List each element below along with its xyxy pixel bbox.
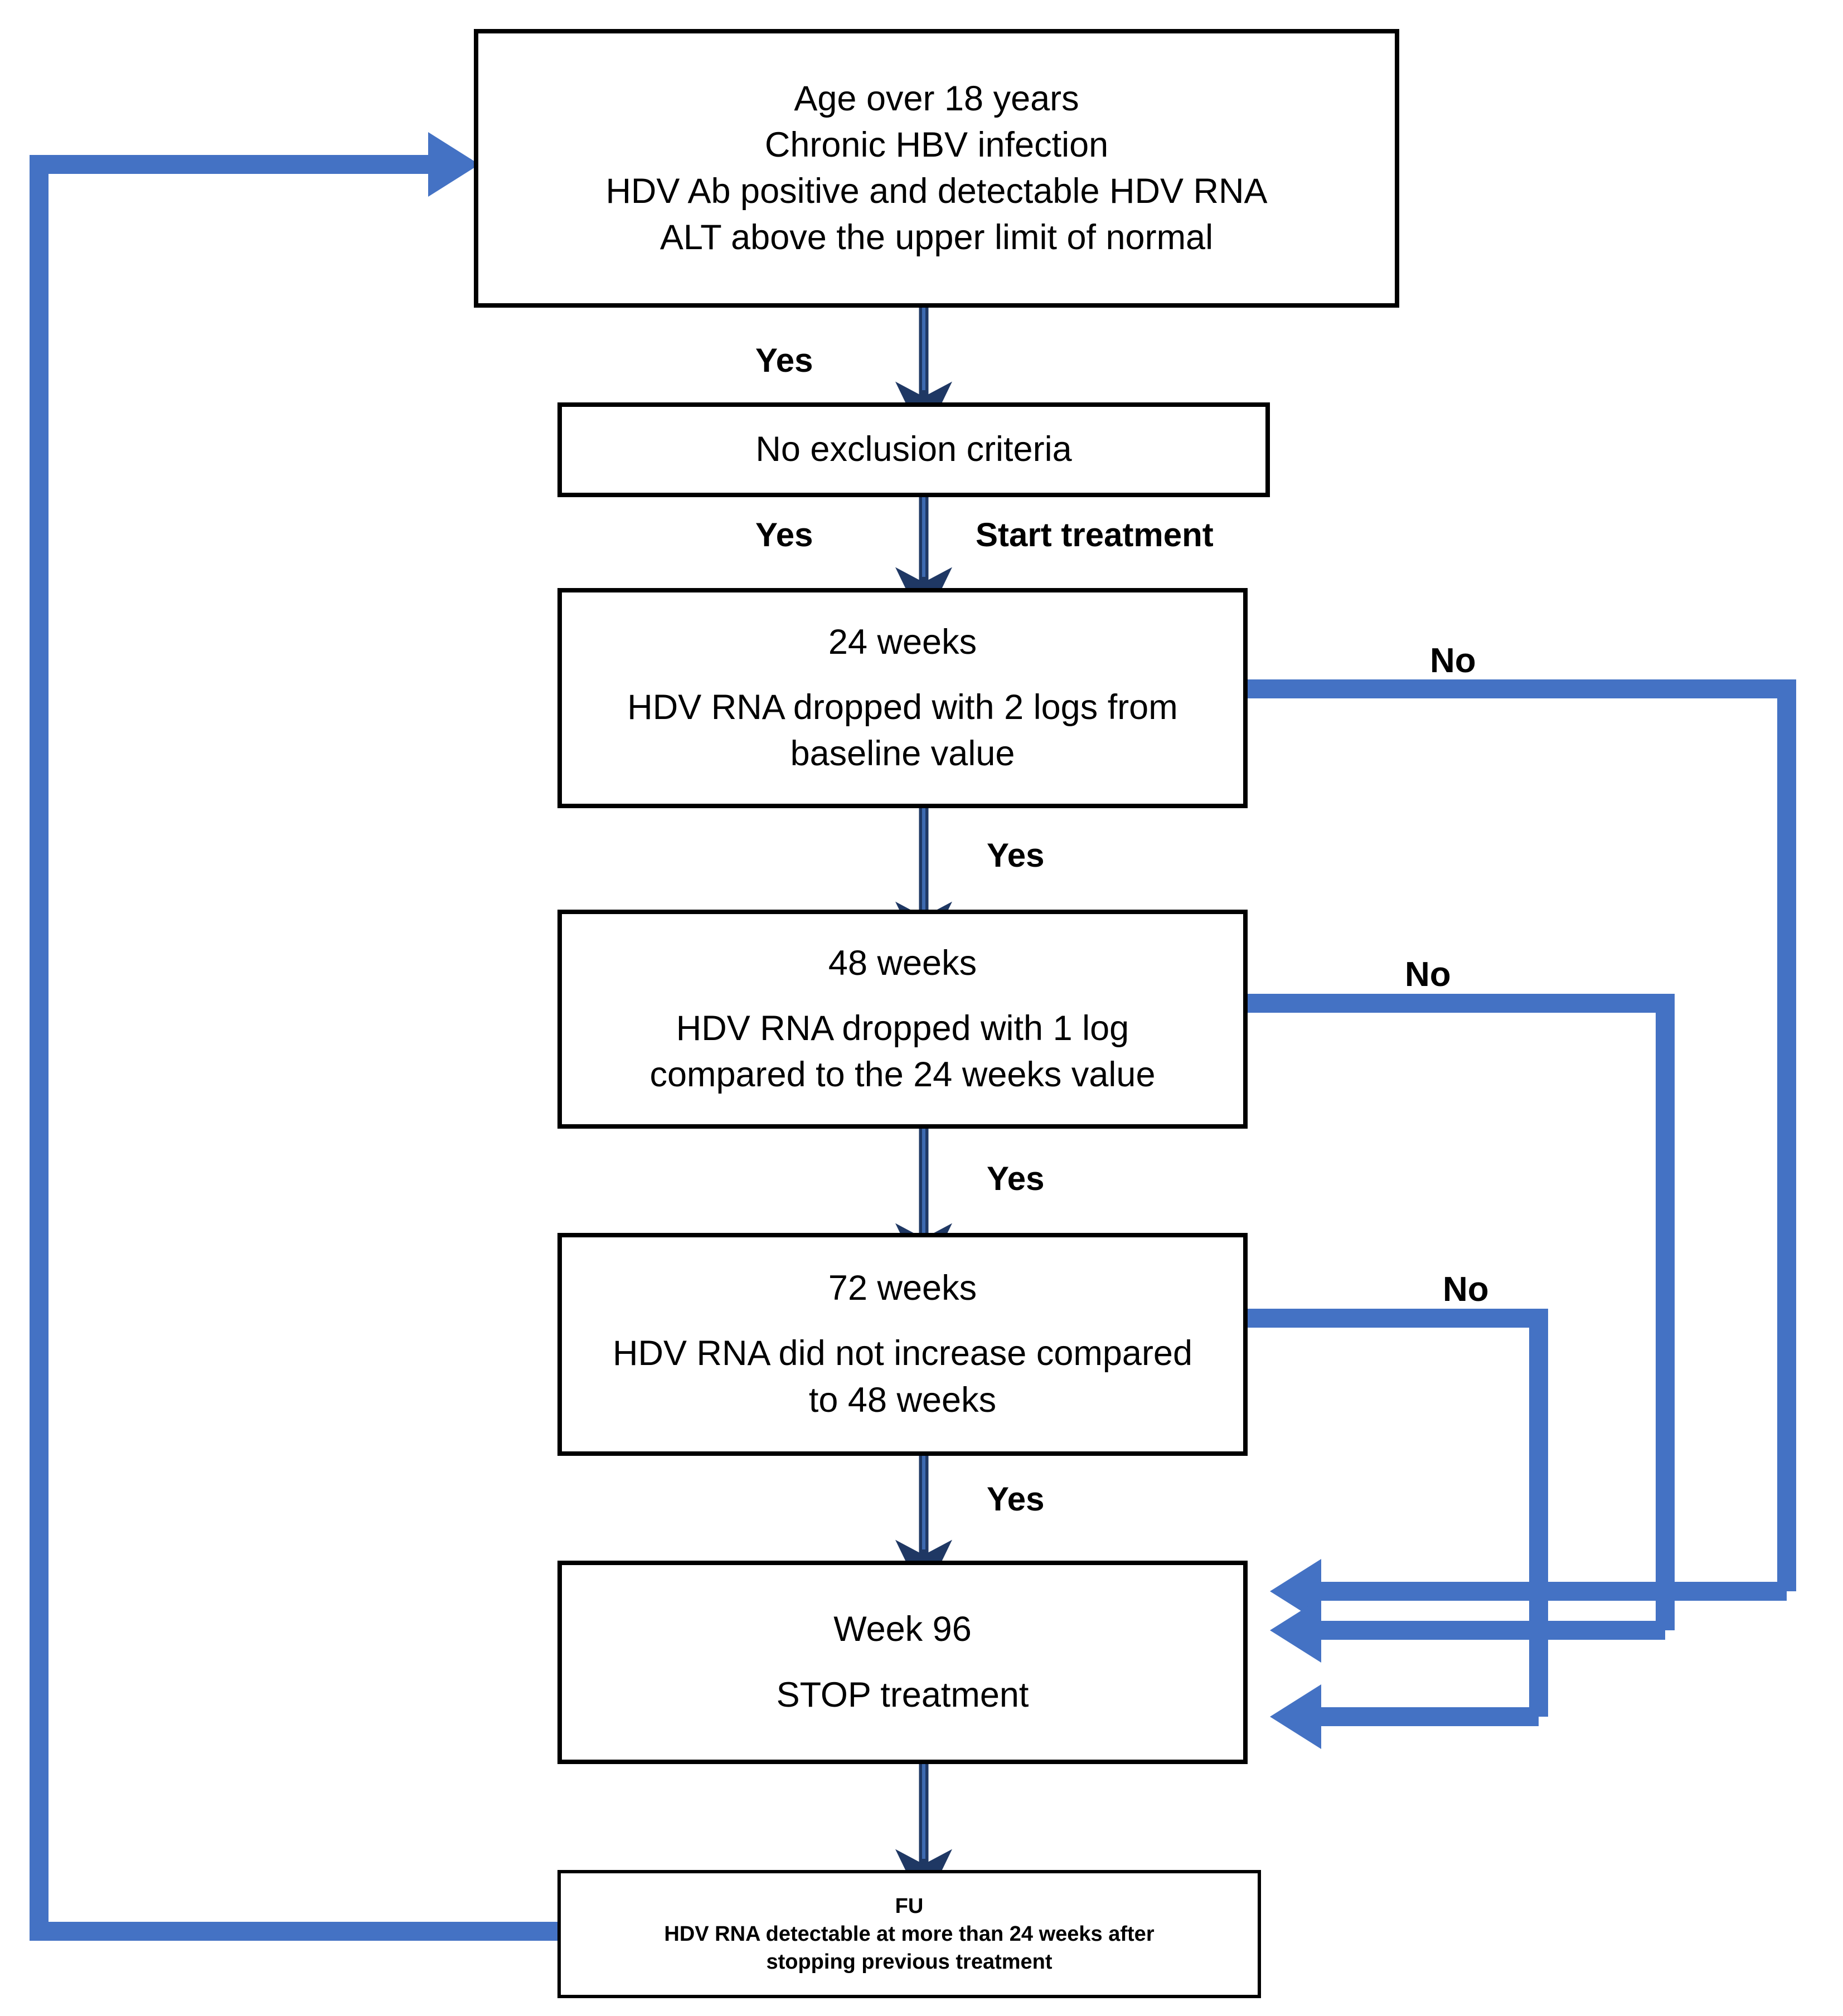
arrowhead-week72-loop	[1270, 1684, 1321, 1749]
eligibility-line-3: HDV Ab positive and detectable HDV RNA	[605, 172, 1268, 211]
week24-heading: 24 weeks	[828, 622, 977, 662]
no-loop-connectors	[1248, 679, 1796, 1717]
no-loop-runins	[1316, 1582, 1787, 1726]
relapse-feedback-loop	[30, 155, 557, 1941]
no-loop-week72	[1248, 1309, 1548, 1717]
followup-line-1: HDV RNA detectable at more than 24 weeks…	[664, 1922, 1155, 1946]
edge-label-no-week48: No	[1405, 955, 1451, 994]
node-week-96[interactable]: Week 96 STOP treatment	[557, 1561, 1248, 1764]
week72-heading: 72 weeks	[828, 1269, 977, 1308]
exclusion-line-1: No exclusion criteria	[755, 430, 1072, 469]
week48-heading: 48 weeks	[828, 943, 977, 983]
node-week-72[interactable]: 72 weeks HDV RNA did not increase compar…	[557, 1233, 1248, 1456]
followup-heading: FU	[895, 1894, 924, 1918]
no-loop-week48	[1248, 994, 1675, 1630]
edge-label-yes-exclusion: Yes	[755, 516, 813, 553]
edge-label-start-treatment: Start treatment	[976, 516, 1214, 553]
edge-label-yes-eligibility: Yes	[755, 342, 813, 379]
week24-line-1: HDV RNA dropped with 2 logs from	[627, 687, 1178, 727]
week96-line-1: STOP treatment	[776, 1675, 1029, 1714]
week48-line-1: HDV RNA dropped with 1 log	[676, 1008, 1129, 1048]
eligibility-line-1: Age over 18 years	[794, 79, 1079, 118]
node-week-24[interactable]: 24 weeks HDV RNA dropped with 2 logs fro…	[557, 588, 1248, 808]
week24-line-2: baseline value	[790, 734, 1015, 774]
node-follow-up[interactable]: FU HDV RNA detectable at more than 24 we…	[557, 1870, 1261, 1998]
edge-label-no-week72: No	[1443, 1270, 1489, 1309]
edge-label-yes-week24: Yes	[987, 837, 1045, 874]
edge-label-yes-week48: Yes	[987, 1160, 1045, 1197]
node-no-exclusion-criteria[interactable]: No exclusion criteria	[557, 402, 1270, 497]
arrowhead-week48-loop	[1270, 1598, 1321, 1663]
week96-heading: Week 96	[833, 1610, 972, 1649]
week72-line-1: HDV RNA did not increase compared	[613, 1334, 1192, 1373]
arrowhead-feedback-loop	[428, 132, 479, 197]
no-loop-week24	[1248, 679, 1796, 1591]
followup-line-2: stopping previous treatment	[766, 1950, 1053, 1974]
week72-line-2: to 48 weeks	[808, 1380, 997, 1420]
edge-label-no-week24: No	[1430, 642, 1476, 680]
node-week-48[interactable]: 48 weeks HDV RNA dropped with 1 log comp…	[557, 910, 1248, 1129]
eligibility-line-4: ALT above the upper limit of normal	[659, 218, 1214, 258]
feedback-path-fu-to-eligibility	[30, 155, 557, 1941]
week48-line-2: compared to the 24 weeks value	[649, 1055, 1156, 1095]
eligibility-line-2: Chronic HBV infection	[764, 125, 1109, 164]
edge-label-yes-week72: Yes	[987, 1480, 1045, 1518]
no-loop-arrowheads	[1270, 1559, 1321, 1749]
node-eligibility[interactable]: Age over 18 years Chronic HBV infection …	[474, 29, 1399, 308]
